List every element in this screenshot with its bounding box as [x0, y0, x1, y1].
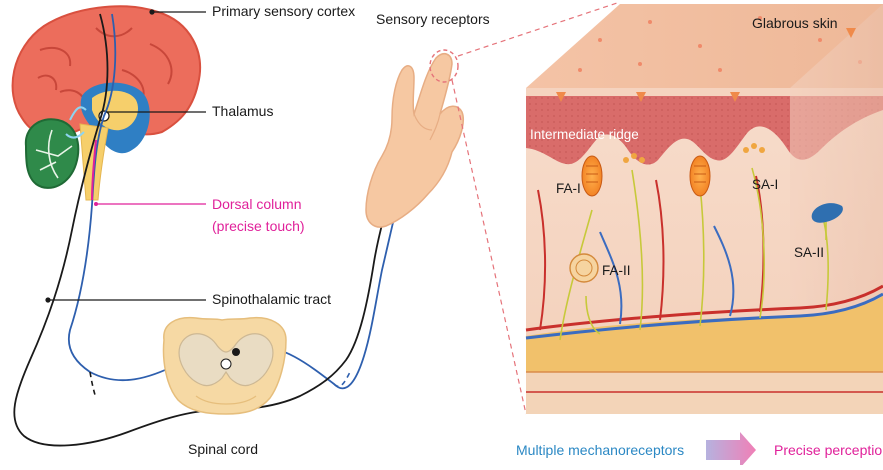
sa-ii-ending	[811, 203, 843, 223]
label-dorsal-column: Dorsal column	[212, 196, 302, 212]
spinothalamic-path	[13, 13, 437, 447]
brain	[11, 5, 202, 201]
label-spinothalamic-tract: Spinothalamic tract	[212, 291, 332, 307]
label-sa-i: SA-I	[752, 177, 779, 192]
label-multiple-mechanoreceptors: Multiple mechanoreceptors	[516, 442, 685, 458]
leader-lines	[45, 9, 206, 303]
label-sensory-receptors: Sensory receptors	[376, 11, 490, 27]
label-dorsal-column-subtitle: (precise touch)	[212, 218, 305, 234]
receptor-highlight	[429, 49, 459, 83]
label-spinal-cord: Spinal cord	[188, 441, 259, 457]
label-thalamus: Thalamus	[212, 103, 274, 119]
skin-surface	[526, 4, 883, 88]
fa-i-corpuscle	[689, 155, 711, 197]
label-intermediate-ridge: Intermediate ridge	[530, 127, 639, 142]
fa-ii-corpuscle	[569, 253, 599, 283]
arrow	[706, 432, 756, 468]
label-fa-ii: FA-II	[602, 263, 631, 278]
label-primary-sensory-cortex: Primary sensory cortex	[212, 3, 356, 19]
spinal-cord	[162, 316, 287, 415]
skin-block	[525, 4, 883, 414]
label-sa-ii: SA-II	[794, 245, 825, 260]
hand-shape	[365, 53, 464, 228]
label-precise-perception: Precise perception	[774, 442, 883, 458]
label-glabrous-skin: Glabrous skin	[752, 15, 838, 31]
label-fa-i: FA-I	[556, 181, 581, 196]
fa-i-corpuscle	[581, 155, 603, 197]
hand	[365, 49, 464, 228]
